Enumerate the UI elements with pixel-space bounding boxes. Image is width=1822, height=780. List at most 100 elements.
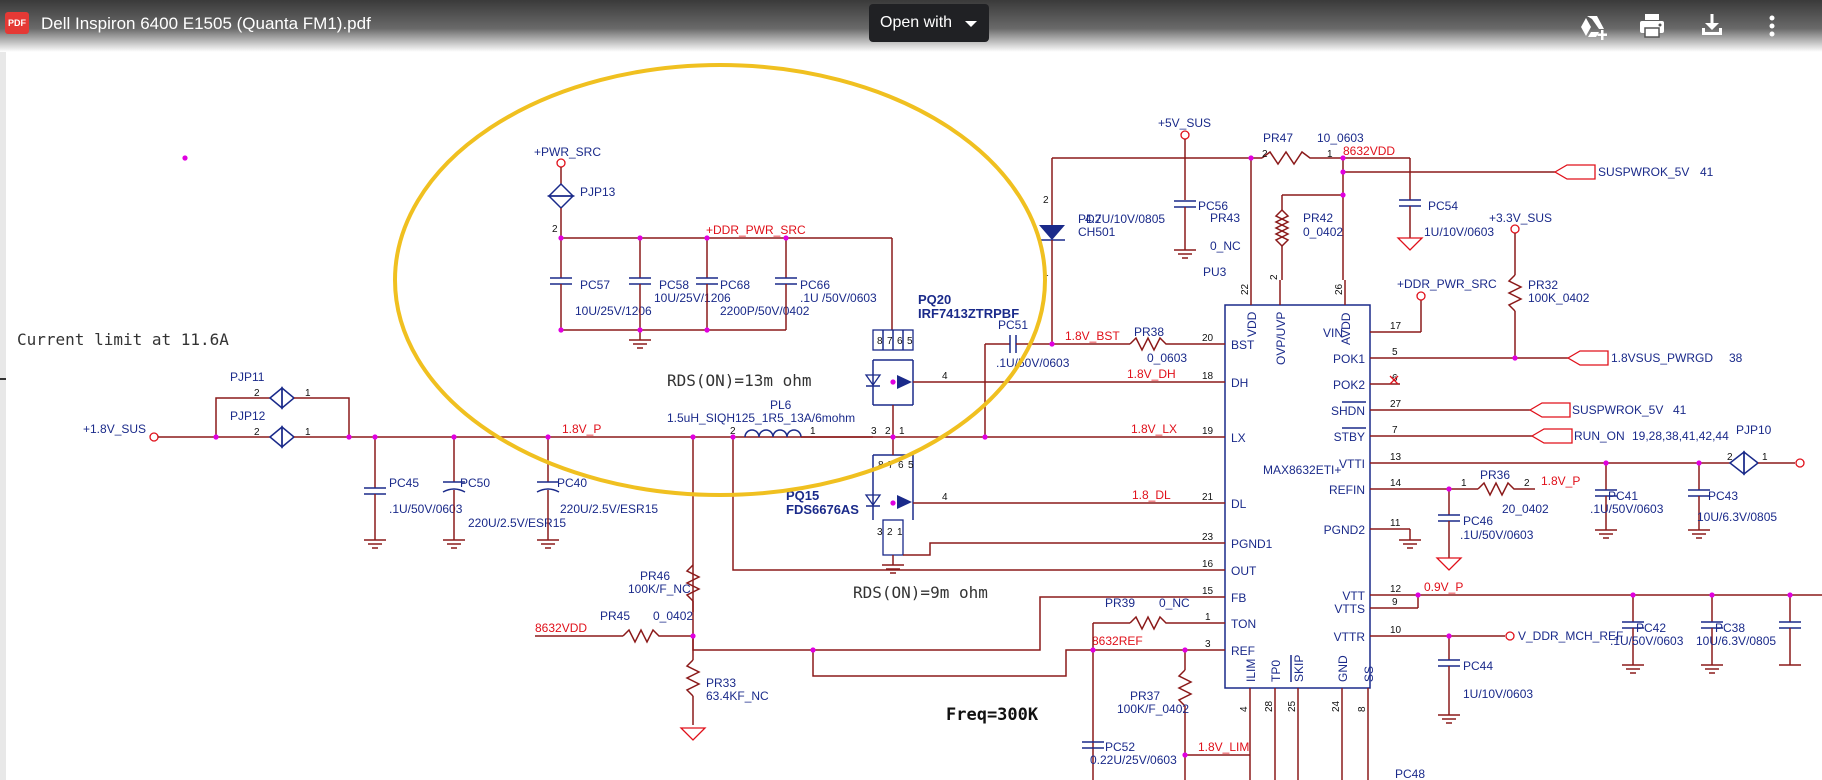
pin-ton: TON (1231, 617, 1256, 631)
more-options-button[interactable] (1755, 10, 1789, 42)
schematic-label: 63.4KF_NC (706, 689, 769, 703)
schematic-label: 3 (1205, 639, 1211, 650)
pin-out: OUT (1231, 564, 1257, 578)
schematic-label: .1U/50V/0603 (1590, 502, 1664, 516)
schematic-label: 0_0402 (1303, 225, 1343, 239)
schematic-label: 4 (1239, 706, 1250, 712)
schematic-label: PC43 (1708, 489, 1738, 503)
note-frequency: Freq=300K (946, 705, 1039, 725)
net-ddr-pwr-src-right: +DDR_PWR_SRC (1397, 277, 1497, 291)
schematic-label: 38 (1729, 351, 1743, 365)
net-8632ref: 8632REF (1092, 634, 1143, 648)
print-icon (1640, 14, 1664, 38)
net-1v8-lx: 1.8V_LX (1131, 422, 1177, 436)
schematic-label: 10U/6.3V/0805 (1696, 634, 1776, 648)
schematic-label: 7 (1392, 425, 1398, 436)
schematic-label: 20 (1202, 333, 1214, 344)
net-3v3-sus: +3.3V_SUS (1489, 211, 1552, 225)
pin-tp0: TP0 (1269, 660, 1283, 682)
schematic-label: .1U/50V/0603 (996, 356, 1070, 370)
pin-dl: DL (1231, 497, 1247, 511)
schematic-label: 24 (1331, 700, 1342, 712)
schematic-label: PD2 (1078, 212, 1102, 226)
junction-dot (1630, 592, 1636, 598)
note-current-limit: Current limit at 11.6A (17, 330, 229, 349)
schematic-label: 3 (877, 527, 883, 538)
net-1v8p: 1.8V_P (562, 422, 601, 436)
schematic-label: 2 (1043, 195, 1049, 206)
schematic-label: PC45 (389, 476, 419, 490)
schematic-label: 2 (1524, 478, 1530, 489)
download-button[interactable] (1695, 10, 1729, 42)
pin-bst: BST (1231, 338, 1255, 352)
pin-vtti: VTTI (1339, 457, 1365, 471)
schematic-label: 7 (887, 336, 893, 347)
junction-dot (982, 434, 988, 440)
schematic-label: 28 (1264, 700, 1275, 712)
schematic-label: 19,28,38,41,42,44 (1632, 429, 1729, 443)
viewer-toolbar: PDF Dell Inspiron 6400 E1505 (Quanta FM1… (0, 0, 1822, 52)
schematic-label: 41 (1700, 165, 1714, 179)
net-ddr-pwr-src: +DDR_PWR_SRC (706, 223, 806, 237)
schematic-label: .1U/50V/0603 (389, 502, 463, 516)
pin-shdn: SHDN (1331, 404, 1365, 418)
schematic-label: 0_0603 (1147, 351, 1187, 365)
junction-dot (558, 235, 564, 241)
schematic-label: 0.22U/25V/0603 (1090, 753, 1177, 767)
net-0v9p: 0.9V_P (1424, 580, 1463, 594)
junction-dot (346, 434, 352, 440)
junction-dot (730, 434, 736, 440)
pq20-part: IRF7413ZTRPBF (918, 306, 1019, 321)
schematic-label: 5 (908, 460, 914, 471)
more-vert-icon (1769, 15, 1775, 37)
schematic-label: 1 (899, 426, 905, 437)
ic-top-pins: VDD OVP/UVP AVDD 22 2 26 (1240, 274, 1353, 365)
ic-ref-label: PU3 (1203, 265, 1227, 279)
pin-stby: STBY (1334, 430, 1365, 444)
schematic-label: 10_0603 (1317, 131, 1364, 145)
schematic-label: 2 (254, 388, 260, 399)
schematic-label: PC68 (720, 278, 750, 292)
junction-dot (1512, 355, 1518, 361)
page-left-tick (0, 378, 6, 380)
junction-dot (1182, 752, 1188, 758)
pin-vin: VIN (1323, 326, 1343, 340)
schematic-label: 9 (1392, 597, 1398, 608)
annotation-circle (393, 63, 1047, 497)
note-rds-high: RDS(ON)=13m ohm (667, 371, 812, 390)
print-button[interactable] (1635, 10, 1669, 42)
page-left-edge (0, 52, 6, 780)
pin-pok2: POK2 (1333, 378, 1365, 392)
junction-dot (1340, 155, 1346, 161)
schematic-label: 14 (1390, 478, 1402, 489)
junction-dot (372, 434, 378, 440)
schematic-label: 1U/10V/0603 (1463, 687, 1533, 701)
mosfet-pq20: 8 7 6 5 4 1.8V_DH PQ20 IRF7413ZTRPBF RDS… (667, 292, 1195, 406)
schematic-label: PL6 (770, 398, 792, 412)
schematic-label: 220U/2.5V/ESR15 (560, 502, 658, 516)
net-run-on: RUN_ON (1574, 429, 1625, 443)
add-to-drive-button[interactable] (1577, 10, 1611, 42)
pq15-ref: PQ15 (786, 488, 819, 503)
schematic-label: 41 (1673, 403, 1687, 417)
schematic-label: 23 (1202, 532, 1214, 543)
junction-dot (182, 155, 188, 161)
junction-dot (1709, 592, 1715, 598)
junction-dot (810, 647, 816, 653)
pin-vtt: VTT (1342, 589, 1365, 603)
schematic-label: 13 (1390, 452, 1402, 463)
open-with-button[interactable]: Open with (869, 4, 989, 42)
pin-pok1: POK1 (1333, 352, 1365, 366)
schematic-label: 100K_0402 (1528, 291, 1590, 305)
schematic-label: PC54 (1428, 199, 1458, 213)
pin-ref: REF (1231, 644, 1255, 658)
pin-ilim: ILIM (1244, 659, 1258, 682)
junction-dot (1696, 460, 1702, 466)
junction-dot (1340, 169, 1346, 175)
schematic-label: PC48 (1395, 767, 1425, 780)
schematic-label: PC38 (1715, 621, 1745, 635)
schematic-label: 2 (1262, 149, 1268, 160)
shdn-stby-section: SUSPWROK_5V 41 RUN_ON 19,28,38,41,42,44 (1400, 402, 1729, 444)
junction-dot (558, 327, 564, 333)
schematic-label: 1 (1762, 452, 1768, 463)
